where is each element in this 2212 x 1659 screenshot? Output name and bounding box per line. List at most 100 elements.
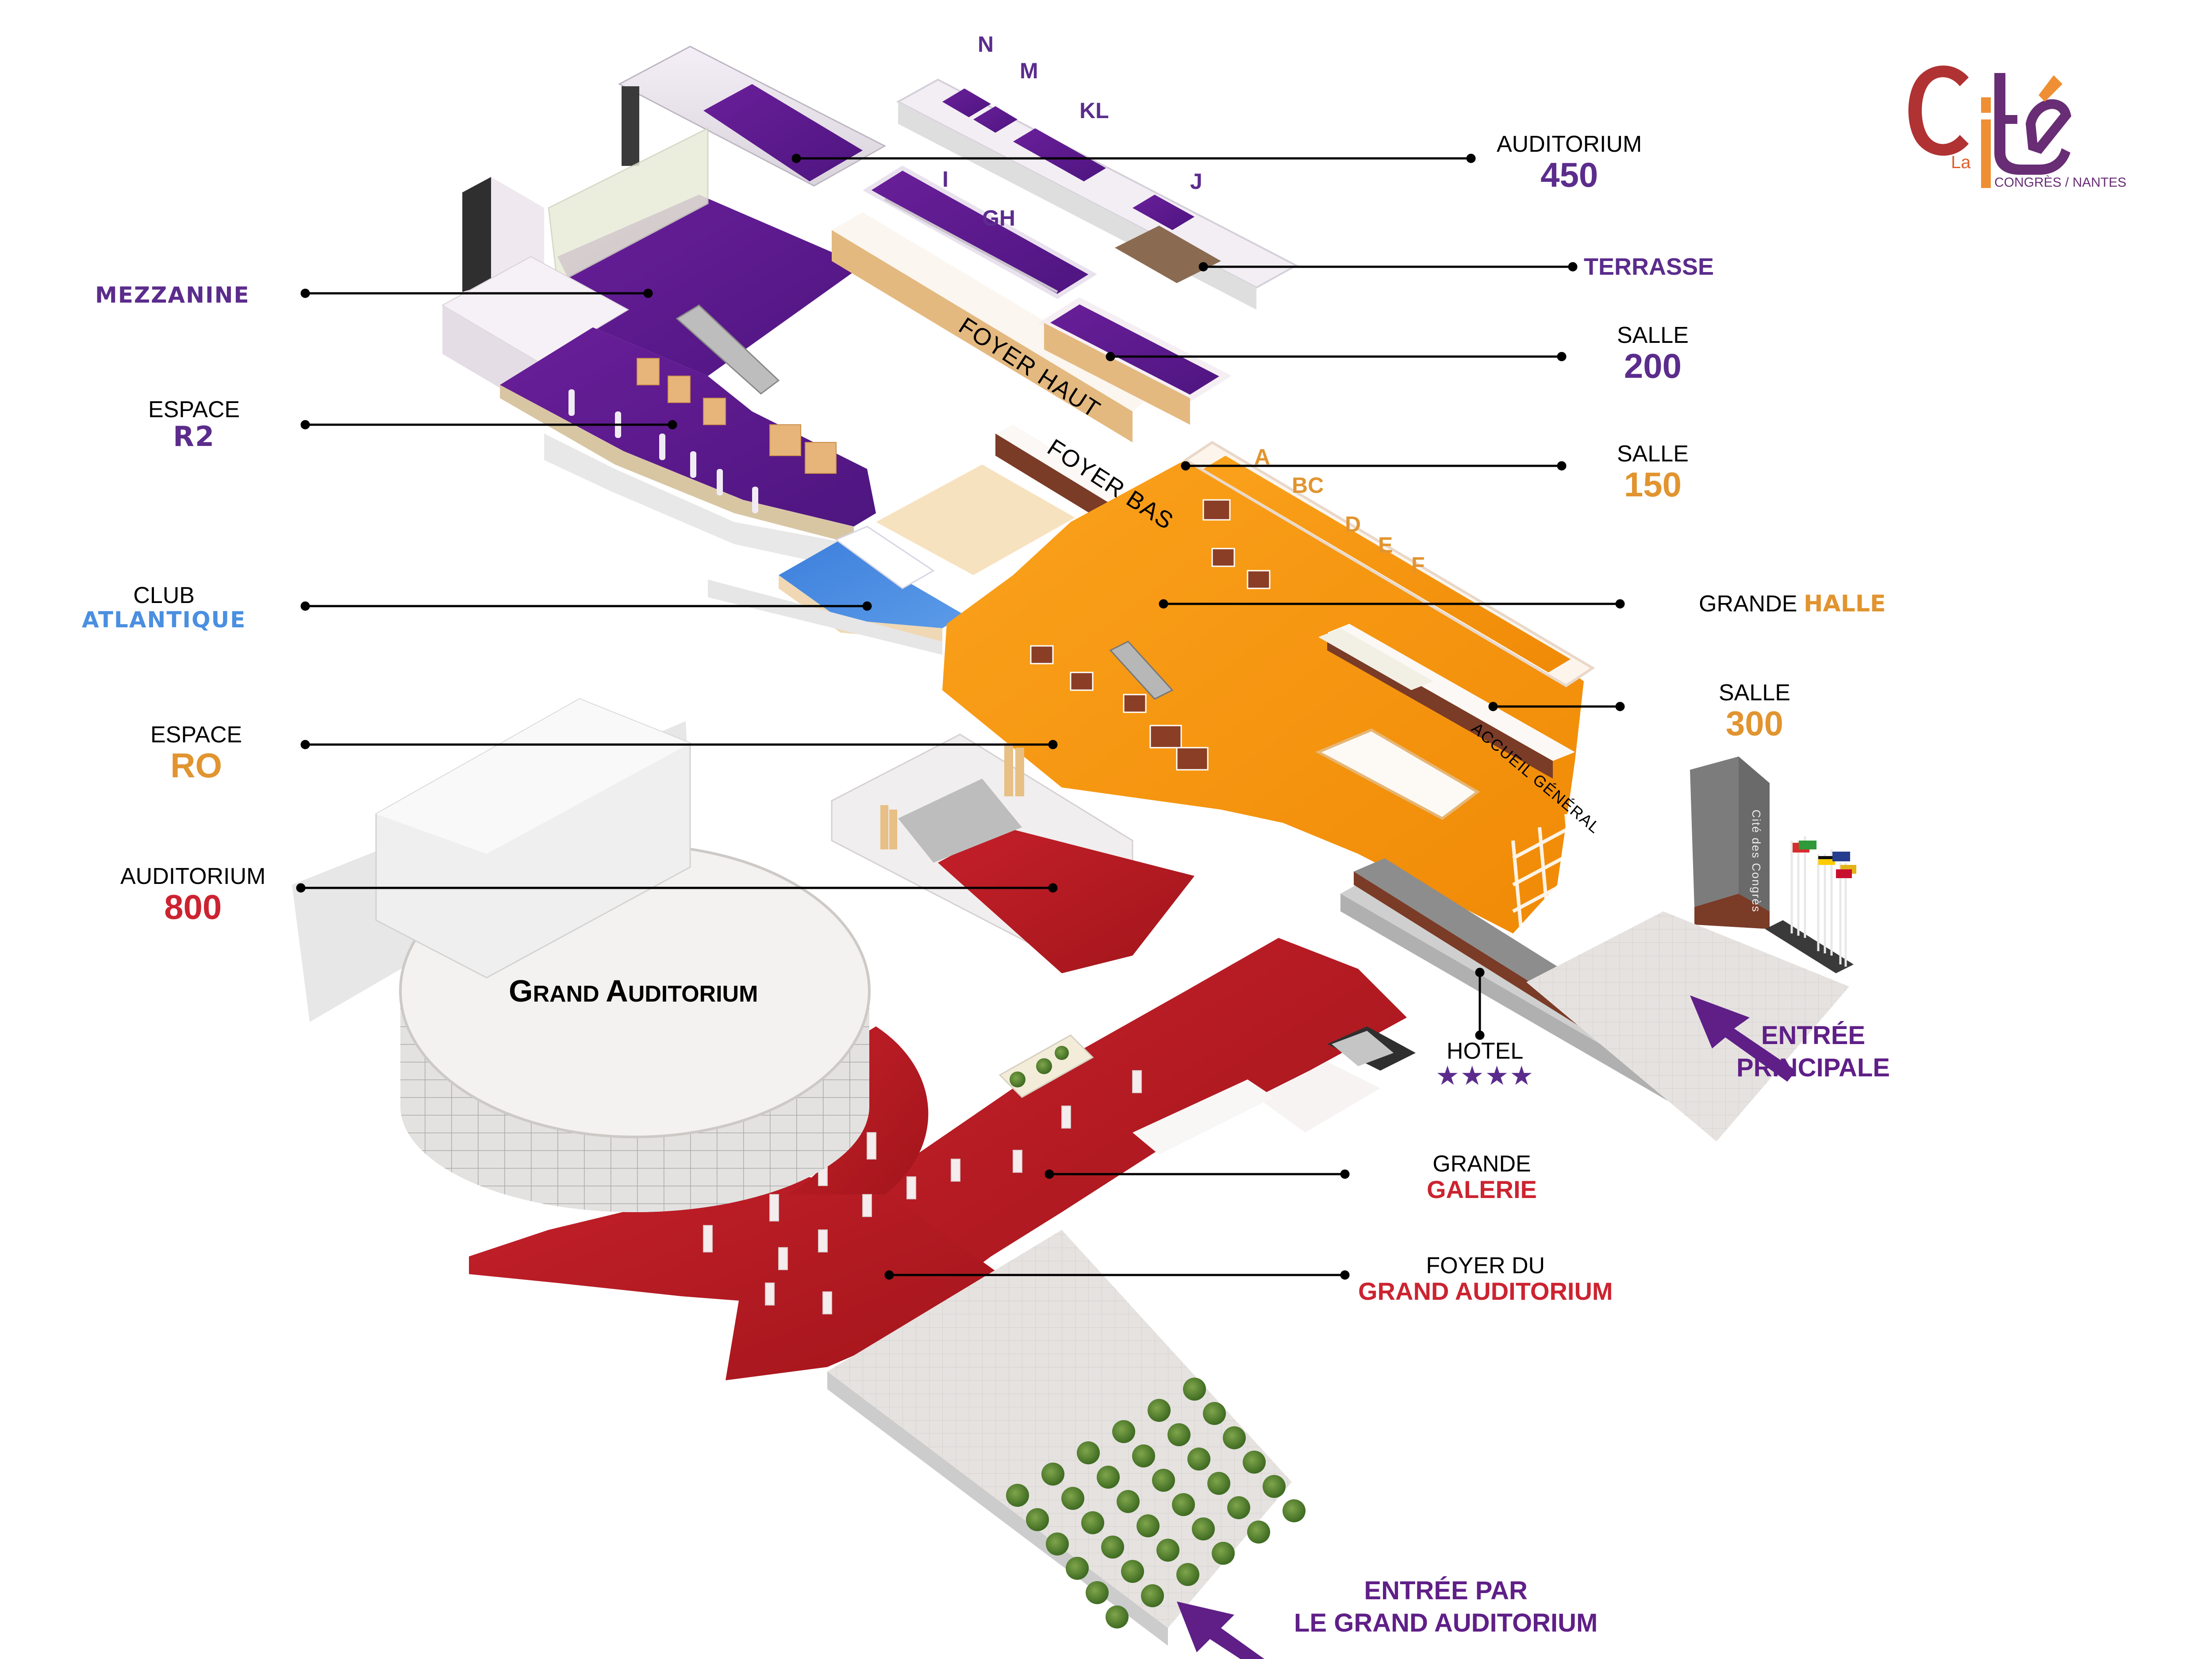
label-entree-grand-auditorium: ENTRÉE PAR LE GRAND AUDITORIUM — [1294, 1575, 1598, 1639]
plaza-tree — [1141, 1584, 1164, 1607]
entree-auditorium-arrow — [1177, 1601, 1264, 1659]
plaza-tree — [1156, 1539, 1179, 1562]
grand-auditorium-title-a: A — [606, 974, 628, 1008]
room-letter-f: F — [1411, 553, 1425, 577]
plaza-tree — [1132, 1444, 1155, 1467]
label-espace-ro-top: ESPACE — [150, 722, 242, 748]
plaza-tree — [1137, 1514, 1160, 1537]
espace-r2-floor — [500, 327, 876, 526]
entree-principale-arrow — [1690, 995, 1796, 1082]
label-grande-halle-top: GRANDE — [1699, 591, 1797, 617]
room-letter-gh: GH — [982, 206, 1015, 230]
label-grande-halle: GRANDE HALLE — [1699, 591, 1886, 617]
label-salle-300: SALLE 300 — [1719, 681, 1790, 741]
entree-principale-line2: PRINCIPALE — [1736, 1053, 1890, 1082]
label-grande-galerie-top: GRANDE — [1432, 1151, 1531, 1177]
auditorium-entrance-plaza — [827, 1230, 1292, 1628]
plaza-tree — [1172, 1493, 1195, 1516]
room-letter-j: J — [1190, 169, 1202, 194]
label-salle-150-top: SALLE — [1617, 441, 1689, 467]
grand-auditorium-title-rand: RAND — [533, 981, 606, 1007]
tower-sign: Cité des Congrès — [1750, 810, 1763, 913]
label-foyer-top: FOYER DU — [1426, 1253, 1545, 1279]
hotel-rating-stars: ★★★★ — [1436, 1061, 1535, 1091]
plaza-tree — [1187, 1448, 1210, 1471]
entree-auditorium-line2: LE GRAND AUDITORIUM — [1294, 1608, 1598, 1637]
grand-auditorium-title-g: G — [509, 974, 533, 1008]
label-auditorium-450: AUDITORIUM 450 — [1497, 133, 1642, 192]
logo-prefix: La — [1951, 153, 1971, 172]
plaza-tree — [1183, 1378, 1206, 1401]
label-espace-ro-name: RO — [170, 746, 223, 785]
room-letter-n: N — [978, 32, 994, 57]
plaza-tree — [1263, 1475, 1286, 1498]
label-auditorium-450-top: AUDITORIUM — [1497, 131, 1642, 157]
label-grande-halle-name: HALLE — [1803, 591, 1886, 617]
plaza-tree — [1081, 1511, 1104, 1534]
leader-lines — [296, 154, 1625, 1280]
label-mezzanine-name: MEZZANINE — [95, 282, 250, 308]
label-foyer-grand-auditorium: FOYER DU GRAND AUDITORIUM — [1358, 1254, 1613, 1304]
plaza-tree — [1061, 1487, 1084, 1510]
room-letter-i: I — [942, 167, 949, 192]
label-grande-galerie-name: GALERIE — [1427, 1175, 1537, 1203]
plaza-tree — [1207, 1472, 1230, 1495]
middle-level — [708, 425, 1856, 1141]
grand-auditorium-title: GRAND AUDITORIUM — [509, 973, 758, 1009]
label-foyer-name: GRAND AUDITORIUM — [1358, 1277, 1613, 1305]
rooms-n-m-kl-j — [942, 88, 1194, 230]
plaza-tree — [1203, 1402, 1226, 1425]
mezzanine-dark-tower — [462, 177, 491, 292]
label-espace-ro: ESPACE RO — [150, 723, 242, 783]
room-letter-kl: KL — [1079, 98, 1109, 123]
plaza-tree — [1077, 1441, 1100, 1464]
plaza-tree — [1247, 1521, 1270, 1544]
label-salle-150-name: 150 — [1624, 465, 1682, 504]
label-auditorium-800-name: 800 — [164, 887, 222, 926]
grande-halle-floor — [942, 456, 1584, 933]
logo-i-bar — [1981, 119, 1991, 188]
plaza-tree — [1192, 1517, 1215, 1540]
entree-auditorium-line1: ENTRÉE PAR — [1364, 1576, 1528, 1605]
plaza-tree — [1176, 1563, 1199, 1586]
plaza-tree — [1243, 1451, 1266, 1474]
label-club-atlantique-top: CLUB — [133, 583, 195, 608]
atrium-void — [1315, 728, 1480, 820]
label-hotel: HOTEL ★★★★ — [1436, 1040, 1534, 1089]
label-club-atlantique: CLUB ATLANTIQUE — [82, 584, 246, 631]
plaza-tree — [1148, 1399, 1171, 1422]
plaza-tree — [1041, 1463, 1064, 1486]
cite-des-congres-tower — [1690, 757, 1739, 907]
plaza-tree — [1026, 1508, 1049, 1531]
foyer-grand-auditorium-floor — [469, 1172, 1000, 1380]
plaza-tree — [1086, 1581, 1109, 1604]
plaza-tree — [1227, 1496, 1250, 1519]
la-cite-logo: La CONGRÈS / NANTES — [1908, 65, 2126, 190]
plaza-tree — [1046, 1532, 1069, 1555]
room-letter-bc: BC — [1292, 473, 1324, 498]
label-espace-r2-name: R2 — [173, 420, 215, 453]
plaza-tree — [1066, 1557, 1089, 1580]
label-mezzanine: MEZZANINE — [95, 282, 250, 306]
logo-te-glyph — [1994, 73, 2070, 175]
label-auditorium-450-name: 450 — [1540, 155, 1598, 194]
auditorium-800-floor — [938, 827, 1194, 973]
label-salle-200: SALLE 200 — [1617, 324, 1689, 383]
plaza-tree — [1106, 1605, 1129, 1628]
label-salle-300-top: SALLE — [1719, 680, 1790, 706]
plaza-tree — [1283, 1499, 1306, 1522]
label-entree-principale: ENTRÉE PRINCIPALE — [1736, 1020, 1890, 1084]
plaza-tree — [1223, 1426, 1246, 1449]
room-letter-e: E — [1378, 533, 1393, 557]
label-hotel-top: HOTEL — [1446, 1038, 1524, 1064]
halle-escalator — [1109, 641, 1174, 700]
auditorium-450-floor — [703, 84, 863, 181]
room-letter-d: D — [1345, 512, 1361, 537]
lower-level — [292, 698, 1416, 1646]
plaza-tree — [1112, 1420, 1135, 1443]
plaza-tree — [1212, 1542, 1235, 1565]
mezzanine-glass — [548, 127, 709, 284]
label-salle-150: SALLE 150 — [1617, 442, 1689, 502]
label-salle-200-name: 200 — [1624, 346, 1682, 385]
